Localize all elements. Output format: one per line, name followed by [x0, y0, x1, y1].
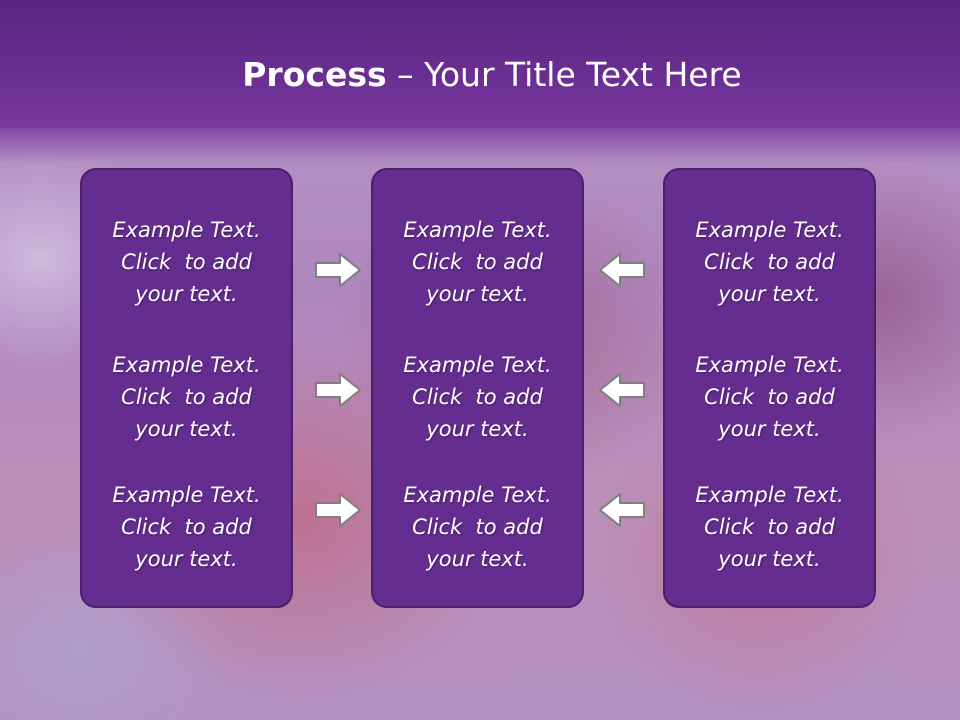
text-placeholder[interactable]: Example Text. Click to add your text.: [665, 479, 874, 575]
text-line: Example Text.: [112, 483, 261, 507]
text-line: Click to add: [704, 515, 835, 539]
process-box-right[interactable]: Example Text. Click to add your text. Ex…: [663, 168, 876, 608]
text-line: your text.: [135, 282, 238, 306]
text-line: Click to add: [412, 250, 543, 274]
title-bar: [0, 0, 960, 128]
text-line: Click to add: [704, 385, 835, 409]
text-placeholder[interactable]: Example Text. Click to add your text.: [665, 214, 874, 310]
text-placeholder[interactable]: Example Text. Click to add your text.: [373, 479, 582, 575]
text-line: Example Text.: [403, 218, 552, 242]
text-line: Click to add: [121, 250, 252, 274]
text-line: Click to add: [412, 385, 543, 409]
text-line: Click to add: [412, 515, 543, 539]
text-line: Example Text.: [403, 353, 552, 377]
text-line: Example Text.: [695, 483, 844, 507]
text-line: your text.: [718, 547, 821, 571]
title-bold: Process: [242, 55, 387, 94]
text-placeholder[interactable]: Example Text. Click to add your text.: [82, 214, 291, 310]
text-line: your text.: [135, 417, 238, 441]
slide-title[interactable]: Process – Your Title Text Here: [0, 52, 960, 98]
text-placeholder[interactable]: Example Text. Click to add your text.: [665, 349, 874, 445]
text-line: your text.: [426, 547, 529, 571]
text-line: Click to add: [121, 515, 252, 539]
arrow-right-icon[interactable]: [314, 372, 362, 408]
arrow-left-icon[interactable]: [598, 492, 646, 528]
text-placeholder[interactable]: Example Text. Click to add your text.: [373, 349, 582, 445]
arrow-left-icon[interactable]: [598, 252, 646, 288]
text-line: your text.: [718, 417, 821, 441]
title-rest: – Your Title Text Here: [386, 55, 742, 94]
text-line: Click to add: [704, 250, 835, 274]
text-line: your text.: [426, 417, 529, 441]
text-line: Example Text.: [403, 483, 552, 507]
text-line: Example Text.: [695, 218, 844, 242]
arrow-right-icon[interactable]: [314, 252, 362, 288]
arrow-right-icon[interactable]: [314, 492, 362, 528]
text-line: Example Text.: [695, 353, 844, 377]
text-placeholder[interactable]: Example Text. Click to add your text.: [82, 479, 291, 575]
text-line: Example Text.: [112, 218, 261, 242]
text-line: your text.: [426, 282, 529, 306]
text-line: your text.: [718, 282, 821, 306]
text-line: Example Text.: [112, 353, 261, 377]
arrow-left-icon[interactable]: [598, 372, 646, 408]
text-placeholder[interactable]: Example Text. Click to add your text.: [82, 349, 291, 445]
process-box-center[interactable]: Example Text. Click to add your text. Ex…: [371, 168, 584, 608]
text-line: your text.: [135, 547, 238, 571]
process-box-left[interactable]: Example Text. Click to add your text. Ex…: [80, 168, 293, 608]
text-line: Click to add: [121, 385, 252, 409]
text-placeholder[interactable]: Example Text. Click to add your text.: [373, 214, 582, 310]
title-bar-fade: [0, 128, 960, 164]
